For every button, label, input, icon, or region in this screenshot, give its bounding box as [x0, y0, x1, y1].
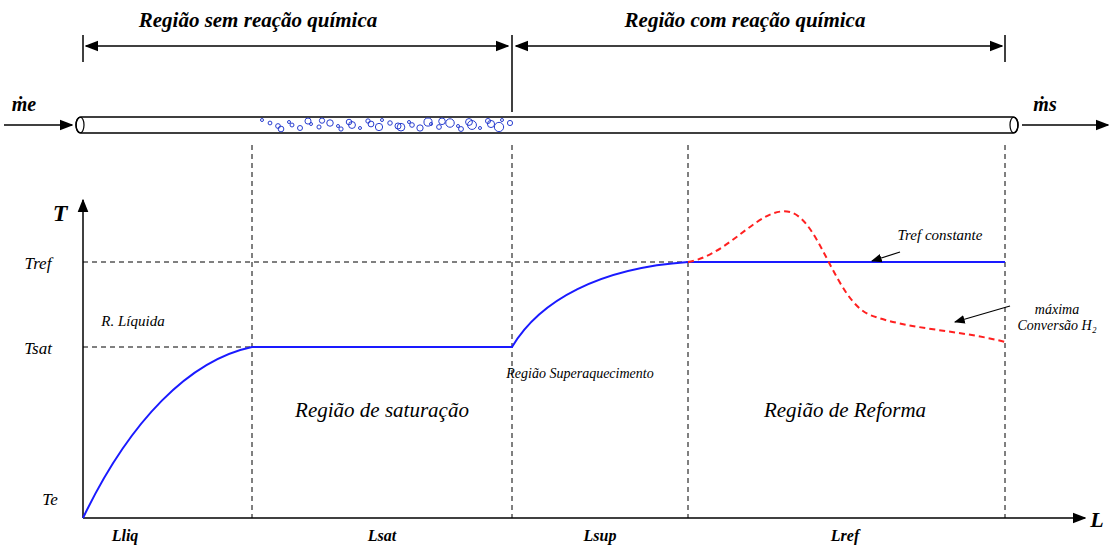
bubble	[298, 126, 303, 131]
bubble	[501, 119, 504, 122]
reform-temperature-curve	[688, 211, 1005, 342]
bubble	[317, 125, 321, 129]
bubble	[339, 127, 343, 131]
bubble	[327, 120, 334, 127]
region-heading: Região sem reação química	[139, 8, 378, 32]
axis-tick-label: Te	[42, 490, 57, 510]
bubble	[479, 127, 482, 130]
callout-text: Tref constante	[896, 227, 985, 244]
bubble	[439, 118, 446, 125]
flow-label: ṁe	[12, 93, 36, 116]
bubble	[388, 121, 393, 126]
region-label: Região de Reforma	[764, 398, 926, 422]
region-label: R. Líquida	[101, 313, 164, 330]
bubble	[375, 123, 382, 130]
bubble	[278, 126, 284, 132]
bubble	[337, 125, 340, 128]
region-label: Região de saturação	[295, 398, 469, 422]
bubble	[349, 122, 356, 129]
length-label: Lliq	[112, 527, 139, 545]
bubble	[437, 125, 442, 130]
region-bracket	[83, 35, 1005, 112]
bubble	[261, 119, 264, 122]
temperature-curve	[83, 262, 1005, 518]
bubble	[507, 120, 512, 125]
guide-line	[83, 145, 1005, 518]
bubble	[410, 123, 415, 128]
region-heading: Região com reação química	[625, 8, 866, 32]
flow-arrow	[4, 124, 1108, 126]
axis-label: T	[53, 200, 68, 228]
bubble	[310, 123, 313, 126]
tube	[76, 117, 1018, 133]
bubble	[494, 122, 503, 131]
axis	[83, 200, 1085, 518]
bubble	[359, 127, 362, 130]
length-label: Lsup	[584, 527, 617, 545]
axis-tick-label: Tref	[25, 254, 52, 274]
bubble	[487, 120, 494, 127]
region-label: Região Superaquecimento	[505, 366, 655, 382]
bubble	[290, 123, 294, 127]
bubble	[381, 119, 384, 122]
bubble	[288, 121, 291, 124]
callout-text: máxima Conversão H₂	[1011, 302, 1103, 334]
bubble	[268, 121, 272, 125]
bubble	[446, 119, 455, 128]
bubble	[468, 121, 477, 130]
flow-label: ṁs	[1033, 93, 1056, 116]
length-label: Lref	[831, 527, 859, 545]
axis-tick-label: Tsat	[24, 339, 52, 359]
bubble	[459, 127, 464, 132]
leader-arrow	[872, 252, 1010, 322]
bubble	[319, 118, 324, 123]
length-label: Lsat	[368, 527, 396, 545]
bubble	[397, 123, 405, 131]
bubble	[368, 121, 374, 127]
axis-label: L	[1090, 507, 1103, 532]
bubble	[430, 123, 433, 126]
bubble	[417, 125, 423, 131]
bubble	[424, 118, 432, 126]
